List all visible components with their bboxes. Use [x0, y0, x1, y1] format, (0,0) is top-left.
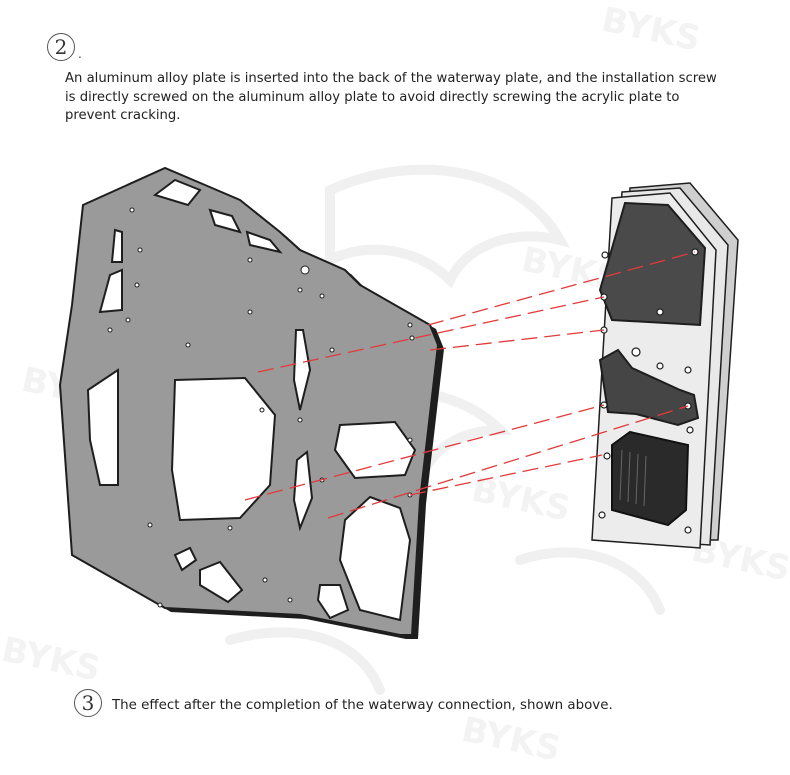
step-number-badge: 2: [47, 33, 75, 61]
step-2-description: An aluminum alloy plate is inserted into…: [65, 71, 717, 123]
aluminum-alloy-plate: [58, 166, 444, 639]
exploded-view-illustration: [58, 166, 739, 639]
step-badge-dot: .: [78, 47, 82, 61]
svg-text:BYKS: BYKS: [598, 0, 704, 59]
step-3-description: The effect after the completion of the w…: [112, 698, 613, 713]
svg-text:BYKS: BYKS: [458, 710, 564, 770]
step-number-badge: 3: [74, 689, 102, 717]
waterway-plate: [591, 182, 739, 549]
